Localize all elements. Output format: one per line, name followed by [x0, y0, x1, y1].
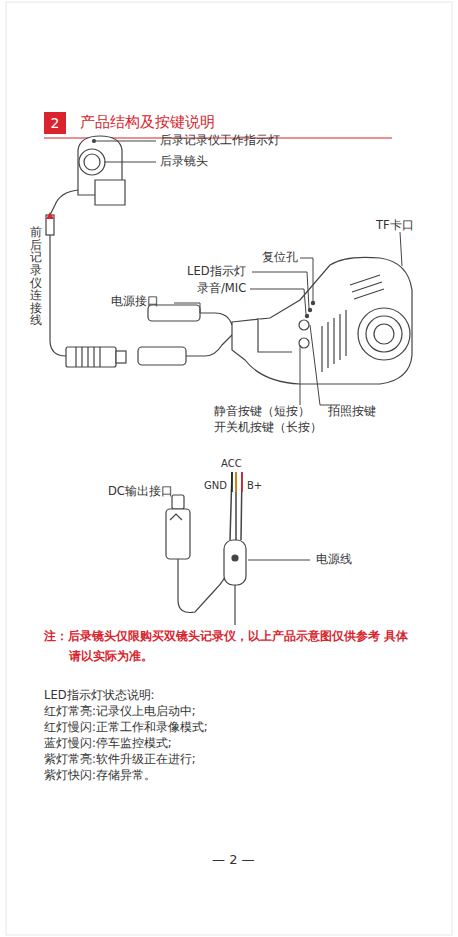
dashcam: [232, 257, 412, 384]
part-label: 电源线: [316, 552, 352, 567]
pin-label: B+: [247, 479, 262, 492]
led-state: 紫灯常亮:软件升级正在进行;: [44, 752, 196, 767]
gnd-wire: [231, 472, 233, 492]
part-label: TF卡口: [376, 218, 414, 233]
part-label: 录音/MIC: [197, 281, 246, 296]
section-number-text: 2: [51, 115, 60, 131]
leaders: [174, 232, 402, 405]
page-number: — 2 —: [212, 852, 255, 869]
b-wire: [241, 472, 243, 492]
arrow: [46, 212, 54, 219]
led-state: 红灯常亮:记录仪上电启动中;: [44, 704, 196, 719]
section-title: 产品结构及按键说明: [80, 113, 215, 133]
rear-camera: [50, 136, 125, 215]
power-cable: [166, 472, 246, 625]
part-label: DC输出接口: [108, 484, 173, 499]
part-label: 电源接口: [111, 294, 159, 309]
page-frame: [6, 2, 452, 935]
leader: [248, 560, 310, 561]
pin-label: ACC: [221, 457, 242, 470]
button-label: 静音按键（短按）: [214, 404, 310, 419]
led-state: 蓝灯慢闪:停车监控模式;: [44, 736, 172, 751]
button-label: 拍照按键: [328, 404, 376, 419]
led-heading: LED指示灯状态说明:: [44, 688, 154, 703]
acc-wire: [235, 472, 237, 492]
button-label: 开关机按键（长按）: [214, 420, 322, 435]
section-number: 2: [44, 112, 66, 134]
leader: [96, 141, 156, 142]
part-label: LED指示灯: [187, 264, 246, 279]
cable-label: 前后记录仪连接线: [30, 226, 42, 327]
part-label: 复位孔: [262, 250, 298, 265]
led-state: 红灯慢闪:正常工作和录像模式;: [44, 720, 208, 735]
part-label: 后录记录仪工作指示灯: [160, 133, 280, 148]
leader: [104, 162, 156, 163]
part-label: 后录镜头: [160, 154, 208, 169]
led-state: 紫灯快闪:存储异常。: [44, 768, 156, 783]
note: 注：后录镜头仅限购买双镜头记录仪，以上产品示意图仅供参考 具体请以实际为准。: [44, 627, 409, 666]
pin-label: GND: [204, 479, 227, 492]
